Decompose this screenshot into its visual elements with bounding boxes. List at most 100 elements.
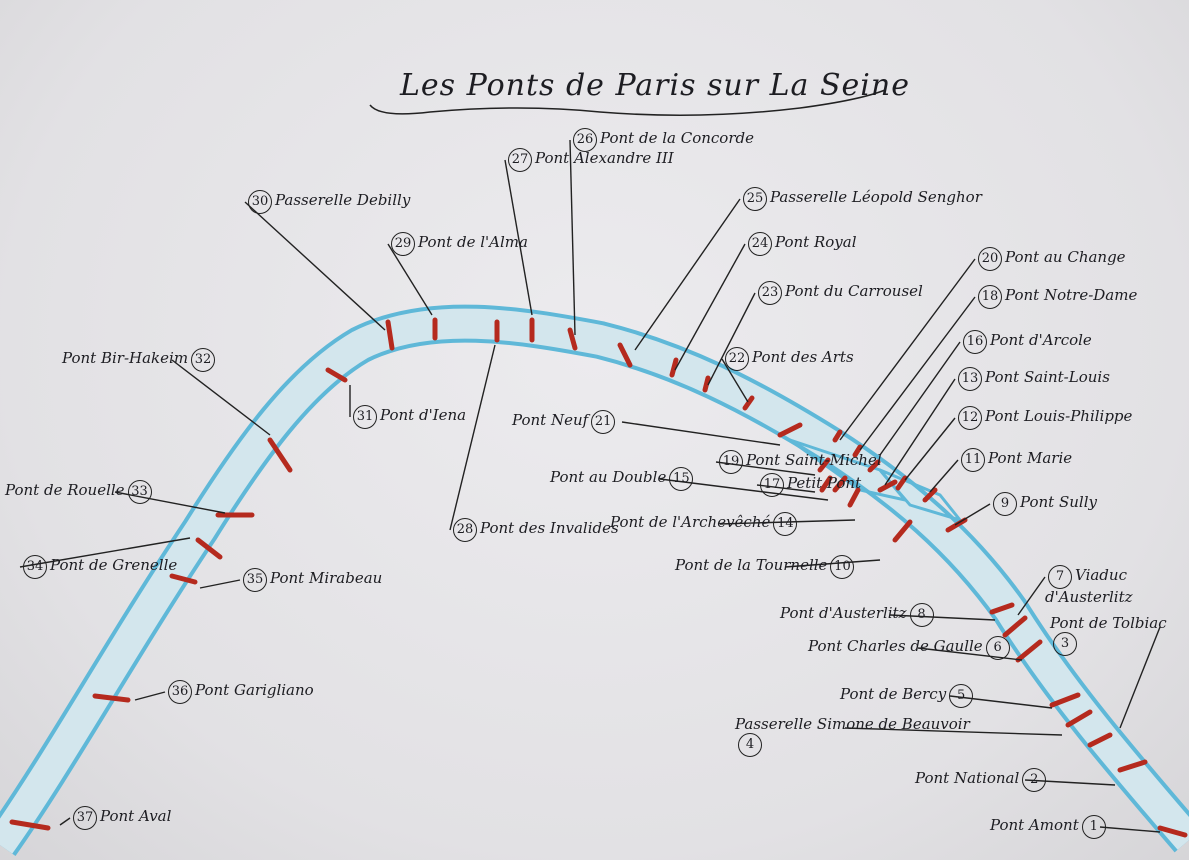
bridge-number: 31 [353, 405, 377, 429]
bridge-mark-35 [169, 573, 198, 585]
pointer-arrow [19, 537, 191, 568]
pointer-arrow [1119, 626, 1161, 729]
bridge-name: Passerelle Léopold Senghor [770, 188, 982, 206]
bridge-number: 23 [758, 281, 782, 305]
bridge-name: Pont Charles de Gaulle [808, 637, 983, 655]
bridge-number: 5 [949, 684, 974, 708]
bridge-number: 9 [993, 492, 1017, 516]
bridge-number: 7 [1048, 565, 1072, 589]
pointer-arrow [244, 201, 386, 331]
bridge-number: 10 [830, 555, 855, 579]
bridge-name: Pont au Change [1005, 248, 1126, 266]
pointer-arrow [59, 817, 71, 826]
bridge-mark-19 [817, 457, 831, 473]
bridge-name: Pont des Arts [752, 348, 854, 366]
title-underline [369, 89, 886, 116]
bridge-number: 22 [725, 347, 749, 371]
bridge-name: Pont National [915, 769, 1020, 787]
bridge-mark-7 [1002, 615, 1028, 638]
pointer-arrow [859, 296, 976, 451]
bridge-number: 19 [719, 450, 743, 474]
bridge-number: 20 [978, 247, 1002, 271]
bridge-name: Pont Garigliano [195, 681, 314, 699]
bridge-name: Pont Neuf [512, 411, 589, 429]
bridge-name: Pont de l'Archevêché [610, 513, 771, 531]
bridge-mark-31 [325, 367, 348, 383]
pointer-arrow [889, 614, 996, 621]
bridge-name: Pont de Grenelle [50, 556, 178, 574]
pointer-arrow [844, 727, 1063, 736]
pointer-arrow [1099, 826, 1161, 833]
bridge-number: 21 [591, 410, 616, 434]
bridge-number: 13 [958, 367, 982, 391]
bridge-mark-21 [777, 422, 803, 438]
bridge-name: Pont Marie [988, 449, 1073, 467]
bridge-mark-10 [892, 519, 913, 543]
bridge-mark-22 [742, 395, 755, 411]
bridge-mark-4 [1065, 709, 1093, 728]
bridge-number: 11 [961, 448, 985, 472]
bridge-mark-11 [922, 487, 938, 503]
pointer-arrow [1017, 576, 1046, 616]
bridge-name: Passerelle Simone de Beauvoir [735, 715, 970, 733]
bridge-name: Pont Mirabeau [270, 569, 383, 587]
bridge-mark-37 [9, 819, 51, 831]
bridge-name: Pont Louis-Philippe [985, 407, 1133, 425]
bridge-mark-20 [832, 429, 843, 443]
bridge-name: Pont Alexandre III [535, 149, 674, 167]
bridge-name: Pont de Rouelle [5, 481, 125, 499]
bridge-number: 25 [743, 187, 767, 211]
bridge-mark-25 [617, 342, 633, 368]
pointer-arrow [904, 417, 956, 481]
bridge-label-3: Pont de Tolbiac3 [1050, 614, 1185, 657]
bridge-mark-17 [819, 475, 833, 493]
bridge-number: 35 [243, 568, 267, 592]
bridge-name: Pont de la Tournelle [675, 556, 828, 574]
bridge-name: Pont Saint-Michel [746, 451, 882, 469]
bridge-mark-26 [567, 327, 578, 351]
bridge-number: 12 [958, 406, 982, 430]
bridge-number: 32 [191, 348, 216, 372]
pointer-arrow [634, 198, 741, 351]
bridge-name: Passerelle Debilly [275, 191, 411, 209]
bridge-name: Pont Bir-Hakeim [62, 349, 189, 367]
bridge-mark-30 [385, 319, 395, 351]
bridge-mark-36 [92, 693, 131, 703]
bridge-number: 8 [909, 603, 934, 627]
bridge-mark-24 [669, 357, 679, 378]
bridge-mark-6 [1015, 639, 1043, 663]
bridge-name: Pont de la Concorde [600, 129, 754, 147]
bridge-mark-34 [195, 537, 223, 560]
bridge-name: Pont de Tolbiac [1050, 614, 1167, 632]
pointer-arrow [387, 243, 433, 316]
bridge-number: 15 [669, 467, 694, 491]
bridge-name: Pont de Bercy [840, 685, 947, 703]
seine-river-fill [0, 308, 1189, 854]
bridge-number: 6 [985, 636, 1010, 660]
bridge-name: Petit Pont [787, 474, 862, 492]
bridge-number: 30 [248, 190, 272, 214]
pointer-arrow [504, 159, 533, 316]
